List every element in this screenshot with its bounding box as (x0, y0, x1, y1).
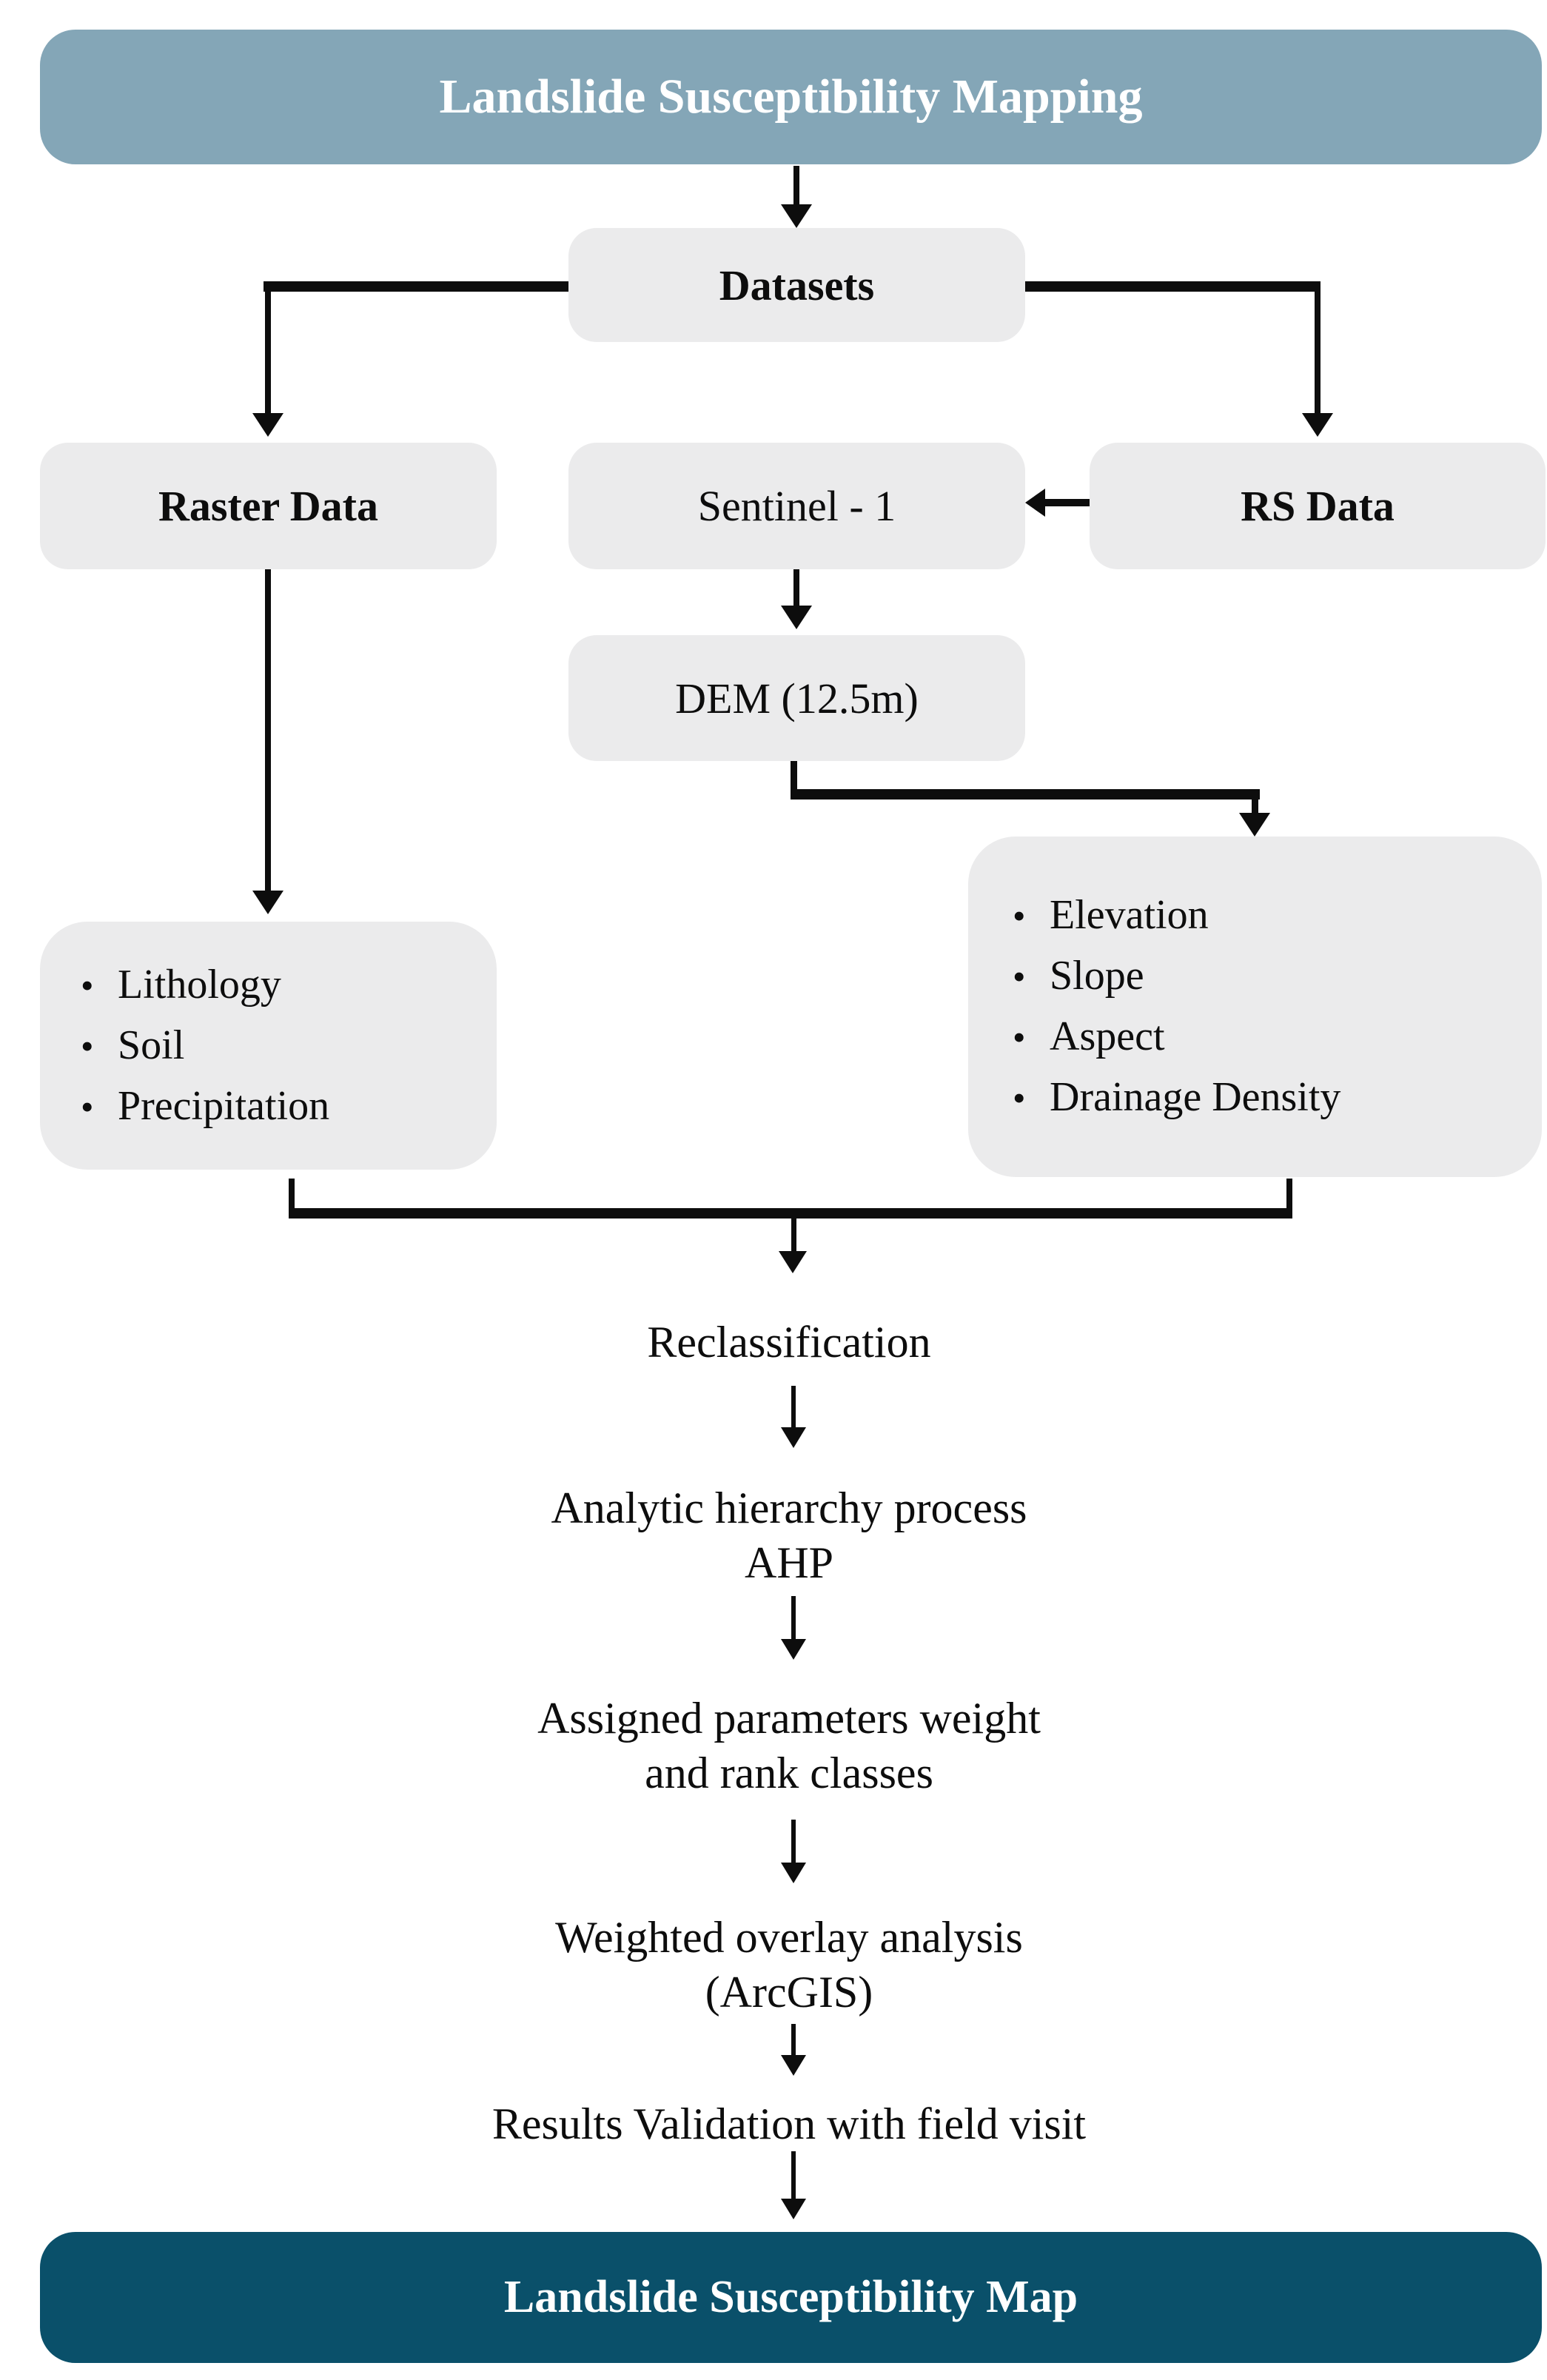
arrowhead-down-icon (781, 204, 812, 228)
bullet-icon: • (81, 964, 94, 1006)
arrowhead-down-icon (781, 2199, 806, 2219)
step-ahp: Analytic hierarchy process AHP (197, 1481, 1381, 1590)
connector-step-4-5 (791, 2024, 796, 2056)
node-datasets: Datasets (568, 228, 1025, 342)
connector-datasets-to-raster-h (264, 281, 568, 292)
step-results-validation: Results Validation with field visit (197, 2096, 1381, 2151)
step-weighted-overlay: Weighted overlay analysis (ArcGIS) (197, 1910, 1381, 2019)
list-item: • Soil (81, 1016, 497, 1076)
bullet-icon: • (81, 1085, 94, 1127)
arrowhead-down-icon (252, 413, 283, 437)
list-item-label: Soil (118, 1022, 185, 1068)
arrowhead-down-icon (781, 606, 812, 629)
list-item-label: Elevation (1050, 892, 1209, 938)
merge-right-drop (1286, 1179, 1292, 1216)
merge-bar (289, 1208, 1292, 1219)
step-assigned-weights: Assigned parameters weight and rank clas… (197, 1691, 1381, 1800)
connector-dem-to-derivatives-v1 (791, 761, 797, 797)
dem-derivatives-list: • Elevation • Slope • Aspect • Drainage Dens… (1013, 885, 1542, 1128)
node-sentinel-1: Sentinel - 1 (568, 443, 1025, 569)
connector-sentinel-to-dem (793, 569, 799, 606)
arrowhead-down-icon (781, 1863, 806, 1883)
connector-step-3-4 (791, 1820, 796, 1864)
connector-step-5-footer (791, 2151, 796, 2200)
step-line: Reclassification (647, 1318, 931, 1367)
node-dem-label: DEM (12.5m) (675, 674, 919, 723)
list-item: • Lithology (81, 955, 497, 1016)
connector-datasets-to-raster-v (265, 287, 271, 415)
bullet-icon: • (1013, 956, 1026, 997)
arrowhead-down-icon (781, 1639, 806, 1660)
connector-dem-to-derivatives-v2 (1252, 800, 1258, 814)
node-datasets-label: Datasets (719, 261, 875, 309)
title-banner: Landslide Susceptibility Mapping (40, 30, 1542, 164)
bullet-icon: • (81, 1025, 94, 1067)
step-line: AHP (744, 1538, 834, 1587)
arrowhead-down-icon (1302, 413, 1333, 437)
step-line: Results Validation with field visit (491, 2099, 1087, 2148)
connector-step-1-2 (791, 1386, 796, 1429)
step-line: Assigned parameters weight (537, 1694, 1041, 1743)
bullet-icon: • (1013, 895, 1026, 936)
list-item: • Elevation (1013, 885, 1542, 946)
list-item: • Precipitation (81, 1076, 497, 1137)
connector-dem-to-derivatives-h (791, 789, 1260, 800)
result-banner: Landslide Susceptibility Map (40, 2232, 1542, 2363)
merge-left-drop (289, 1179, 295, 1216)
bullet-icon: • (1013, 1077, 1026, 1119)
bullet-icon: • (1013, 1016, 1026, 1058)
node-raster-data-label: Raster Data (158, 482, 378, 530)
arrowhead-down-icon (1239, 813, 1270, 837)
connector-title-to-datasets (793, 166, 799, 204)
step-line: Analytic hierarchy process (551, 1484, 1027, 1532)
arrowhead-left-icon (1025, 489, 1045, 517)
list-item-label: Precipitation (118, 1082, 330, 1129)
node-dem: DEM (12.5m) (568, 635, 1025, 761)
arrowhead-down-icon (779, 1251, 807, 1273)
list-item-label: Drainage Density (1050, 1074, 1341, 1120)
step-reclassification: Reclassification (197, 1315, 1381, 1370)
connector-rs-to-sentinel (1044, 499, 1090, 506)
arrowhead-down-icon (781, 1427, 806, 1448)
list-item-label: Lithology (118, 961, 281, 1008)
arrowhead-down-icon (781, 2055, 806, 2076)
step-line: (ArcGIS) (705, 1968, 873, 2017)
list-item-label: Aspect (1050, 1013, 1165, 1059)
raster-layers-list: • Lithology • Soil • Precipitation (81, 955, 497, 1137)
list-item: • Aspect (1013, 1007, 1542, 1067)
connector-merge-to-reclassification (791, 1219, 796, 1253)
node-rs-data: RS Data (1090, 443, 1546, 569)
node-sentinel-1-label: Sentinel - 1 (697, 482, 896, 530)
node-raster-layers: • Lithology • Soil • Precipitation (40, 922, 497, 1170)
node-raster-data: Raster Data (40, 443, 497, 569)
arrowhead-down-icon (252, 891, 283, 914)
connector-datasets-to-rs-v (1315, 287, 1321, 415)
page-title: Landslide Susceptibility Mapping (439, 70, 1143, 124)
list-item: • Drainage Density (1013, 1067, 1542, 1128)
connector-datasets-to-rs-h (1025, 281, 1321, 292)
list-item-label: Slope (1050, 953, 1144, 999)
node-rs-data-label: RS Data (1241, 482, 1395, 530)
connector-raster-to-layers (265, 569, 271, 892)
step-line: and rank classes (645, 1749, 933, 1797)
list-item: • Slope (1013, 946, 1542, 1007)
connector-step-2-3 (791, 1596, 796, 1640)
node-dem-derivatives: • Elevation • Slope • Aspect • Drainage Dens… (968, 837, 1542, 1177)
step-line: Weighted overlay analysis (555, 1913, 1023, 1962)
result-banner-label: Landslide Susceptibility Map (503, 2272, 1078, 2322)
